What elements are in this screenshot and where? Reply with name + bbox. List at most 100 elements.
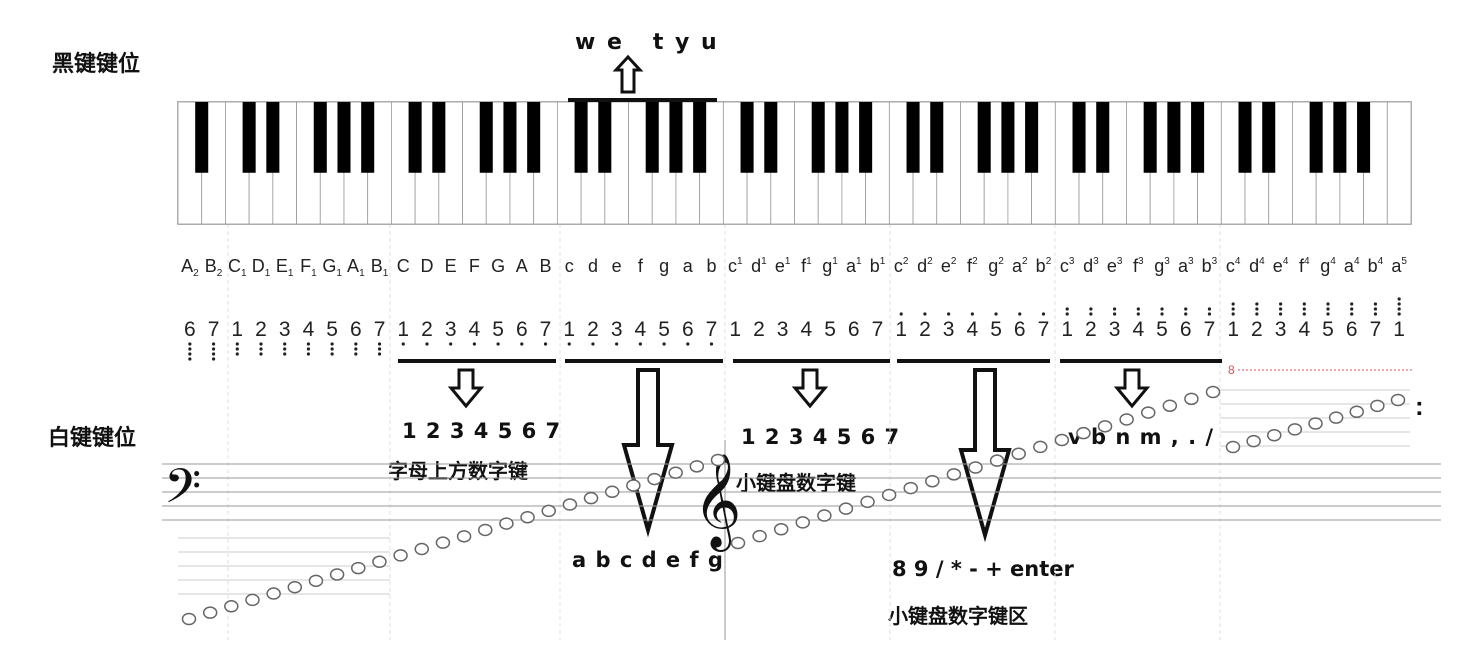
down-arrow-icon: [447, 368, 485, 409]
note-head: [1033, 440, 1048, 454]
number-row-hint: 1 2 3 4 5 6 7: [402, 419, 562, 443]
octave-dot: [401, 342, 405, 346]
long-down-arrow-icon: [958, 368, 1012, 543]
jianpu-number: 2: [587, 318, 599, 341]
octave-dot: [235, 352, 239, 356]
bottom-letters-hint: v b n m , . /: [1068, 425, 1215, 449]
note-head: [435, 536, 451, 549]
note-head: [946, 468, 962, 481]
note-name: b4: [1368, 256, 1384, 276]
note-name: a3: [1178, 256, 1194, 276]
black-key: [906, 102, 920, 173]
black-key: [1357, 102, 1371, 173]
down-arrow-icon: [791, 368, 829, 409]
note-name: f: [638, 256, 644, 276]
note-name: b3: [1202, 256, 1218, 276]
octave-dot: [1231, 307, 1235, 311]
octave-dot: [638, 342, 642, 346]
octave-dot: [235, 347, 239, 351]
black-key: [408, 102, 422, 173]
octave-dot: [1207, 307, 1212, 311]
note-head: [202, 606, 218, 619]
note-head: [710, 453, 726, 467]
note-head: [989, 454, 1005, 467]
jianpu-number: 4: [801, 318, 813, 341]
note-head: [520, 510, 535, 524]
octave-dot: [496, 342, 500, 346]
black-key: [764, 102, 778, 173]
note-name: d: [588, 256, 598, 276]
note-name: D: [420, 256, 433, 276]
octave-dot: [188, 357, 192, 361]
octave-dot: [306, 352, 311, 356]
black-key: [1001, 102, 1015, 173]
jianpu-number: 2: [255, 318, 267, 341]
jianpu-number: 3: [1109, 318, 1121, 341]
octave-dot: [1373, 302, 1378, 306]
jianpu-number: 3: [943, 318, 955, 341]
note-head: [817, 509, 832, 522]
note-name: b1: [870, 256, 886, 276]
note-name: g: [659, 256, 669, 276]
note-name: b2: [1036, 256, 1052, 276]
note-head: [1287, 423, 1303, 436]
note-name: G: [491, 256, 505, 276]
jianpu-number: 1: [563, 318, 575, 341]
note-name: a1: [846, 256, 862, 276]
numpad-ops-caption: 小键盘数字键区: [888, 604, 1028, 628]
octave-dot: [1065, 307, 1069, 311]
octave-dot: [377, 347, 382, 351]
note-name: e: [612, 256, 622, 276]
octave-dot: [1326, 307, 1330, 311]
black-key: [361, 102, 375, 173]
note-head: [1162, 399, 1178, 412]
note-name: B2: [205, 256, 223, 279]
note-head: [968, 461, 983, 474]
note-head: [499, 517, 514, 530]
note-name: d1: [751, 256, 767, 276]
note-name: c1: [728, 256, 743, 276]
octave-dot: [377, 352, 382, 356]
note-name: e4: [1273, 256, 1289, 276]
note-name: g2: [988, 256, 1004, 276]
octave-dot: [1350, 307, 1354, 311]
note-head: [1225, 440, 1241, 454]
jianpu-number: 4: [303, 318, 315, 341]
jianpu-number: 5: [492, 318, 504, 341]
black-key: [337, 102, 351, 173]
jianpu-number: 7: [374, 318, 386, 341]
black-key: [1262, 102, 1276, 173]
octave-dot: [425, 342, 429, 346]
note-head: [1390, 393, 1406, 407]
octave-dot: [1184, 312, 1188, 316]
note-name: g1: [822, 256, 838, 276]
black-key: [195, 102, 209, 173]
note-head: [1205, 385, 1221, 399]
octave-dot: [1350, 312, 1354, 316]
note-head: [477, 523, 493, 537]
octave-dot: [330, 352, 334, 356]
black-key: [930, 102, 944, 173]
note-name: g3: [1154, 256, 1170, 276]
black-key: [432, 102, 446, 173]
octave-dot: [994, 312, 998, 316]
note-head: [393, 549, 408, 562]
note-head: [689, 460, 705, 473]
octave-dot: [211, 342, 216, 346]
octave-dot: [591, 342, 595, 346]
octave-dot: [709, 342, 714, 346]
repeat-dots: :: [1415, 391, 1424, 421]
black-key: [266, 102, 280, 173]
note-head: [1184, 392, 1199, 406]
jianpu-number: 6: [350, 318, 362, 341]
jianpu-number: 4: [1132, 318, 1144, 341]
note-head: [287, 580, 303, 594]
jianpu-number: 5: [990, 318, 1002, 341]
note-head: [583, 491, 599, 505]
octave-dot: [306, 347, 311, 351]
octave-dot: [283, 347, 287, 351]
note-head: [860, 495, 875, 509]
black-key: [503, 102, 517, 173]
jianpu-number: 5: [824, 318, 836, 341]
black-key: [1238, 102, 1252, 173]
